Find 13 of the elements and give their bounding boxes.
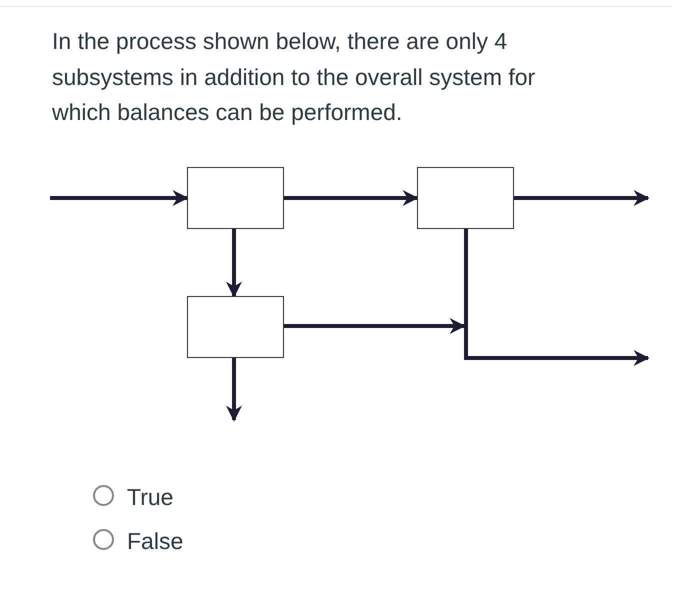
process-box — [187, 167, 284, 229]
question-text: In the process shown below, there are only 4 subsystems in addition to the overall system for which balances can be performed. — [52, 27, 536, 127]
arrow — [284, 318, 466, 334]
arrow — [50, 190, 189, 206]
radio-button: False — [93, 527, 184, 555]
process-box — [417, 167, 514, 229]
arrow — [284, 190, 419, 206]
arrow — [226, 229, 242, 298]
arrow — [514, 190, 650, 206]
process-box — [187, 296, 284, 358]
radio-button: True — [93, 483, 174, 511]
arrow — [464, 229, 650, 366]
arrow — [226, 358, 242, 422]
